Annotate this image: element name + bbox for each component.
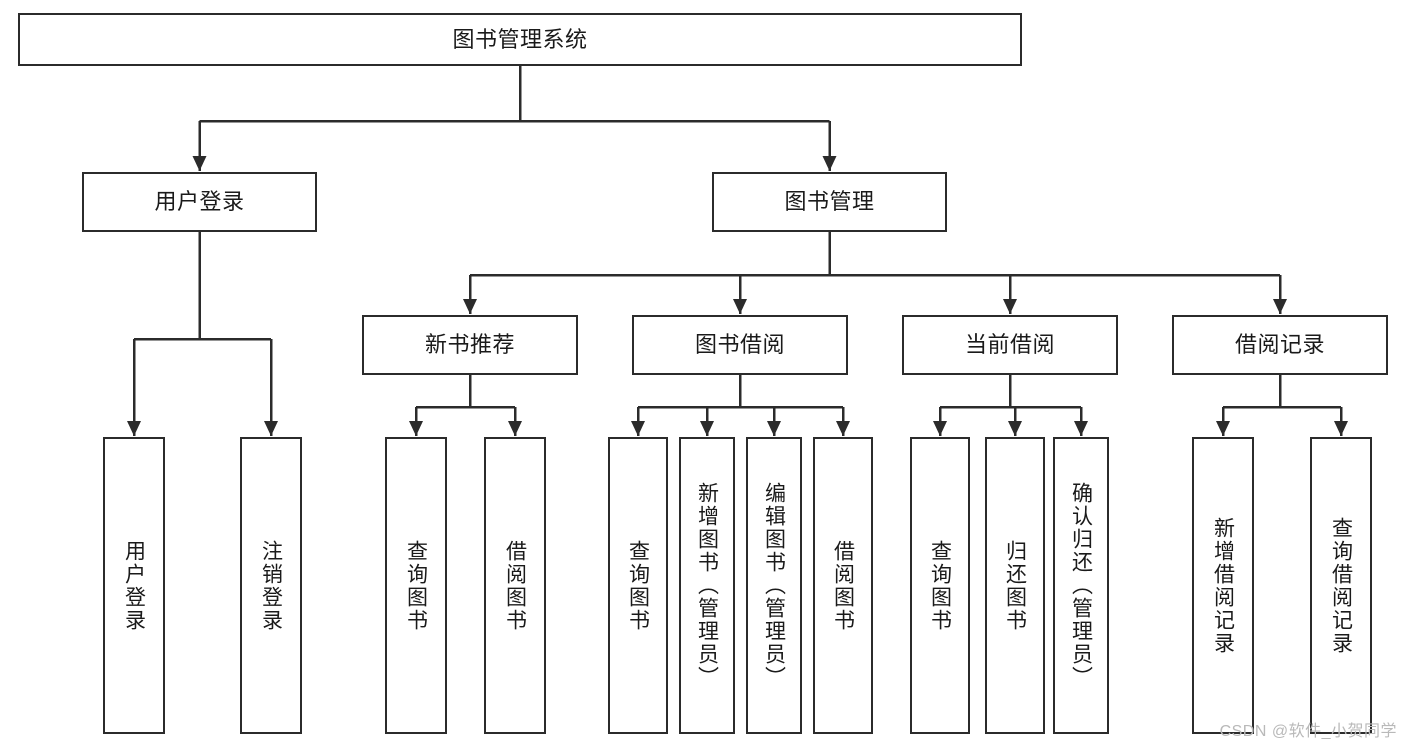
node-label: 查询图书 bbox=[928, 539, 952, 632]
node-label: 查询借阅记录 bbox=[1329, 516, 1353, 655]
node-label: 编辑图书（管理员） bbox=[762, 482, 786, 689]
node-leaf-confirm-return[interactable]: 确认归还（管理员） bbox=[1053, 437, 1109, 734]
node-current-borrow[interactable]: 当前借阅 bbox=[902, 315, 1118, 375]
node-leaf-add-record[interactable]: 新增借阅记录 bbox=[1192, 437, 1254, 734]
node-leaf-borrow-book-1[interactable]: 借阅图书 bbox=[484, 437, 546, 734]
node-label: 借阅图书 bbox=[831, 539, 855, 632]
node-book-borrow[interactable]: 图书借阅 bbox=[632, 315, 848, 375]
node-label: 查询图书 bbox=[404, 539, 428, 632]
node-label: 图书管理 bbox=[784, 189, 875, 215]
node-leaf-borrow-book-2[interactable]: 借阅图书 bbox=[813, 437, 873, 734]
node-label: 借阅图书 bbox=[503, 539, 527, 632]
node-leaf-query-book-2[interactable]: 查询图书 bbox=[608, 437, 668, 734]
node-new-book-rec[interactable]: 新书推荐 bbox=[362, 315, 578, 375]
node-label: 借阅记录 bbox=[1234, 332, 1325, 358]
node-leaf-user-logout[interactable]: 注销登录 bbox=[240, 437, 302, 734]
node-borrow-record[interactable]: 借阅记录 bbox=[1172, 315, 1388, 375]
node-book-manage[interactable]: 图书管理 bbox=[712, 172, 947, 232]
node-label: 注销登录 bbox=[259, 539, 283, 632]
node-root[interactable]: 图书管理系统 bbox=[18, 13, 1022, 66]
node-label: 新增图书（管理员） bbox=[695, 482, 719, 689]
node-leaf-user-login[interactable]: 用户登录 bbox=[103, 437, 165, 734]
node-label: 新增借阅记录 bbox=[1211, 516, 1235, 655]
node-leaf-return-book[interactable]: 归还图书 bbox=[985, 437, 1045, 734]
node-leaf-query-book-3[interactable]: 查询图书 bbox=[910, 437, 970, 734]
node-label: 确认归还（管理员） bbox=[1069, 482, 1093, 689]
node-leaf-query-book-1[interactable]: 查询图书 bbox=[385, 437, 447, 734]
node-leaf-edit-book[interactable]: 编辑图书（管理员） bbox=[746, 437, 802, 734]
node-leaf-query-record[interactable]: 查询借阅记录 bbox=[1310, 437, 1372, 734]
node-label: 用户登录 bbox=[154, 189, 245, 215]
node-label: 当前借阅 bbox=[964, 332, 1055, 358]
node-label: 图书借阅 bbox=[694, 332, 785, 358]
node-leaf-add-book[interactable]: 新增图书（管理员） bbox=[679, 437, 735, 734]
node-label: 新书推荐 bbox=[424, 332, 515, 358]
node-user-login[interactable]: 用户登录 bbox=[82, 172, 317, 232]
node-label: 归还图书 bbox=[1003, 539, 1027, 632]
node-label: 查询图书 bbox=[626, 539, 650, 632]
watermark-label: CSDN @软件_小贺同学 bbox=[1219, 723, 1397, 740]
node-label: 图书管理系统 bbox=[452, 26, 588, 52]
node-label: 用户登录 bbox=[122, 539, 146, 632]
